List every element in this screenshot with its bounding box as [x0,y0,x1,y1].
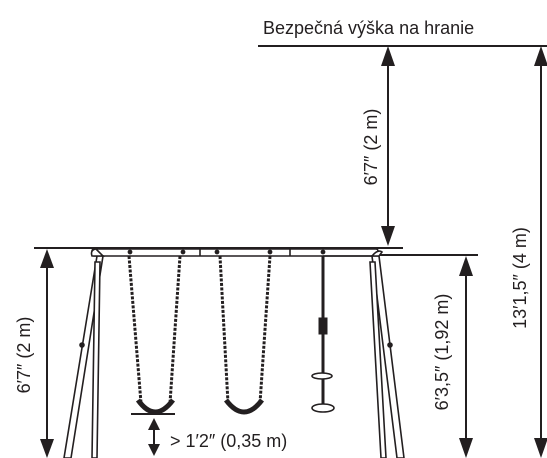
right-frame-leg-back [369,261,387,458]
left-frame-joint [90,248,105,257]
glider-handle [318,317,328,335]
safe-height-label: Bezpečná výška na hranie [263,18,474,38]
space-above-bar-label: 6′7″ (2 m) [361,109,381,186]
frame-height-dimension: 6′7″ (2 m) [14,249,54,458]
glider-seat [311,403,335,413]
seat-clearance-dimension: > 1′2″ (0,35 m) [148,418,287,456]
swing-frame [63,248,405,458]
bar-height-dimension: 6′3,5″ (1,92 m) [432,256,473,458]
swing-right-seat [224,398,264,415]
right-frame-joint [370,250,384,257]
left-frame-leg-back [91,261,101,458]
total-height-label: 13′1,5″ (4 m) [510,227,530,329]
swing-seat-left [127,255,182,415]
swing-seat-right [218,255,272,415]
glider-foot-rest [311,372,333,380]
safe-height-heading: Bezpečná výška na hranie [258,18,547,47]
glider-swing [311,255,372,413]
swing-right-chain-left [218,255,230,404]
bar-height-label: 6′3,5″ (1,92 m) [432,294,452,411]
swing-left-seat [135,398,175,415]
swing-left-chain-right [168,255,182,404]
swing-left-chain-left [127,255,143,404]
total-height-dimension: 13′1,5″ (4 m) [510,46,547,458]
swing-right-chain-right [258,255,272,404]
space-above-bar-dimension: 6′7″ (2 m) [361,46,395,246]
seat-clearance-label: > 1′2″ (0,35 m) [170,431,287,451]
frame-height-label: 6′7″ (2 m) [14,317,34,394]
top-beam [91,248,379,257]
